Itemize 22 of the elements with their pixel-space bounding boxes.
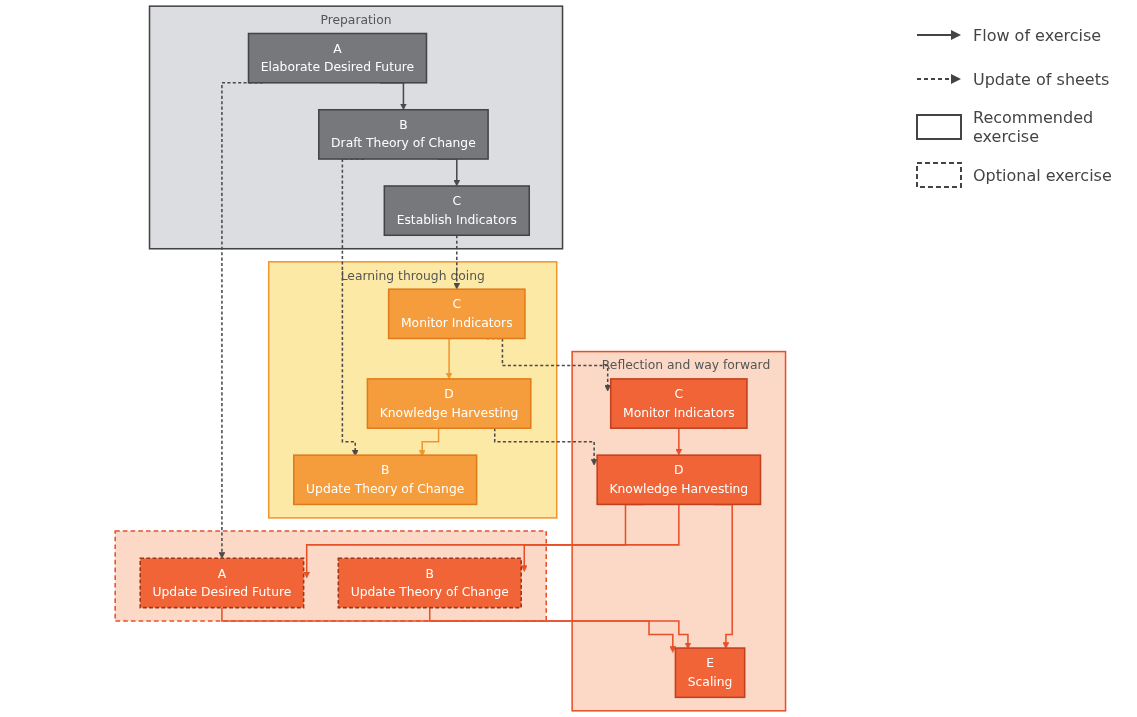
cluster (114, 530, 547, 622)
node-box: A Elaborate Desired Future (247, 32, 427, 84)
node-box: D Knowledge Harvesting (596, 454, 761, 506)
arrow (520, 503, 680, 572)
arrow (453, 234, 460, 290)
legend-label: Optional exercise (973, 165, 1112, 185)
legend-label: Recommended exercise (973, 108, 1095, 146)
node-box: D Knowledge Harvesting (366, 378, 532, 429)
node-box: B Update Theory of Change (292, 454, 478, 506)
node-box: C Establish Indicators (383, 185, 530, 237)
node-box: C Monitor Indicators (609, 378, 748, 429)
legend-label: Update of sheets (973, 69, 1110, 89)
arrow (445, 337, 453, 380)
arrow (220, 606, 676, 653)
node-box: A Update Desired Future (139, 557, 305, 609)
node-box: B Update Theory of Change (337, 557, 522, 609)
arrow (675, 427, 682, 456)
node-box: E Scaling (674, 647, 746, 699)
node-box: B Draft Theory of Change (317, 108, 489, 160)
arrow (428, 606, 691, 650)
node-box: C Monitor Indicators (387, 288, 526, 340)
legend-label: Flow of exercise (973, 25, 1102, 45)
